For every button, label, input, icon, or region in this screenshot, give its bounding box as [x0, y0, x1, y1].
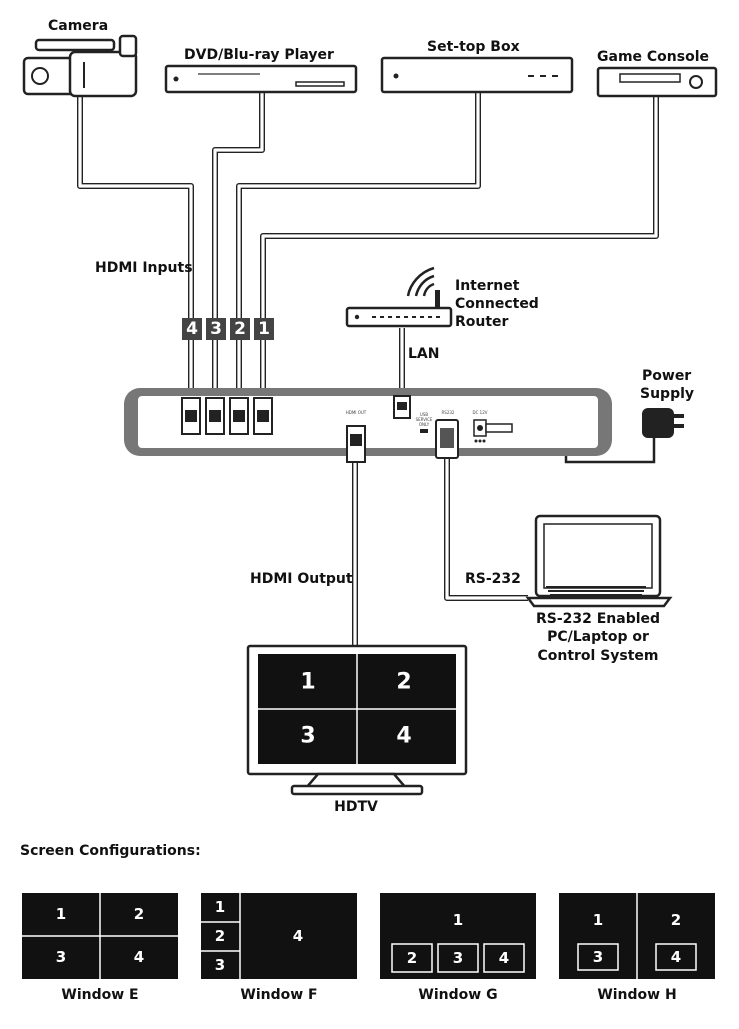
lan-label: LAN — [408, 346, 439, 362]
rs232-port-label: RS232 — [442, 410, 455, 415]
settop-box-label: Set-top Box — [427, 39, 520, 55]
hdmi-inputs-label: HDMI Inputs — [95, 260, 193, 276]
window-g-label: Window G — [418, 987, 497, 1003]
port-badge: 4 — [186, 319, 198, 339]
router-label-line2: Connected — [455, 296, 539, 312]
router-label-line1: Internet — [455, 278, 520, 294]
tv-quadrant-label: 3 — [300, 724, 315, 749]
pc-label-line3: Control System — [537, 648, 658, 664]
window-h-diagram: 1 2 3 4 — [559, 893, 715, 979]
game-console-icon — [596, 66, 718, 98]
hdmi-input-connectors — [181, 397, 273, 435]
router-label-line3: Router — [455, 314, 509, 330]
laptop-icon — [525, 514, 673, 608]
window-cell-label: 2 — [407, 949, 417, 967]
window-cell-label: 4 — [293, 927, 303, 945]
input-cables — [77, 92, 659, 392]
window-cell-label: 4 — [134, 948, 144, 966]
tv-quadrant-label: 2 — [396, 670, 411, 695]
window-cell-label: 2 — [671, 911, 681, 929]
input-port-badges: 4 3 2 1 — [182, 318, 274, 340]
window-cell-label: 4 — [499, 949, 509, 967]
window-cell-label: 1 — [593, 911, 603, 929]
dvd-player-icon — [164, 64, 358, 94]
window-e-diagram: 1 2 3 4 — [22, 893, 178, 979]
settop-box-icon — [380, 56, 574, 94]
camera-label: Camera — [48, 18, 108, 34]
cable-game-console — [260, 96, 659, 392]
window-cell-label: 2 — [134, 905, 144, 923]
multiviewer-device: HDMI OUT USB SERVICE ONLY RS232 DC 12V — [124, 388, 612, 463]
window-cell-label: 3 — [215, 956, 225, 974]
hdmi-out-port-label: HDMI OUT — [346, 410, 367, 415]
pc-label-line2: PC/Laptop or — [547, 629, 649, 645]
power-adapter-icon — [642, 408, 684, 438]
screen-configurations-title: Screen Configurations: — [20, 843, 201, 859]
camera-icon — [22, 34, 138, 98]
usb-port-label-line3: ONLY — [419, 422, 430, 427]
window-cell-label: 4 — [671, 948, 681, 966]
port-badge: 1 — [258, 319, 270, 339]
window-f-label: Window F — [240, 987, 317, 1003]
window-cell-label: 3 — [453, 949, 463, 967]
dc-port-label: DC 12V — [473, 410, 488, 415]
cable-camera — [77, 92, 194, 392]
tv-quadrant-label: 4 — [396, 724, 411, 749]
wifi-icon — [406, 266, 435, 297]
dvd-player-label: DVD/Blu-ray Player — [184, 47, 334, 63]
hdmi-output-label: HDMI Output — [250, 571, 353, 587]
cable-settop — [236, 92, 481, 392]
window-h-label: Window H — [597, 987, 676, 1003]
port-badge: 3 — [210, 319, 222, 339]
window-cell-label: 1 — [56, 905, 66, 923]
window-cell-label: 2 — [215, 927, 225, 945]
tv-quadrant-label: 1 — [300, 670, 315, 695]
power-supply-label-line1: Power — [642, 368, 691, 384]
hdtv-label: HDTV — [334, 799, 378, 815]
window-f-diagram: 1 2 3 4 — [201, 893, 357, 979]
window-g-diagram: 1 2 3 4 — [380, 893, 536, 979]
usb-port — [420, 429, 428, 433]
window-cell-label: 1 — [215, 898, 225, 916]
port-badge: 2 — [234, 319, 246, 339]
router-icon — [345, 290, 453, 328]
window-cell-label: 3 — [56, 948, 66, 966]
pc-label-line1: RS-232 Enabled — [536, 611, 660, 627]
hdtv-icon — [246, 644, 468, 796]
window-cell-label: 3 — [593, 948, 603, 966]
window-cell-label: 1 — [453, 911, 463, 929]
usb-port-label-line1: USB — [420, 412, 428, 417]
usb-port-label-line2: SERVICE — [416, 417, 433, 422]
power-supply-label-line2: Supply — [640, 386, 694, 402]
game-console-label: Game Console — [597, 49, 709, 65]
rs232-label: RS-232 — [465, 571, 521, 587]
window-e-label: Window E — [61, 987, 138, 1003]
